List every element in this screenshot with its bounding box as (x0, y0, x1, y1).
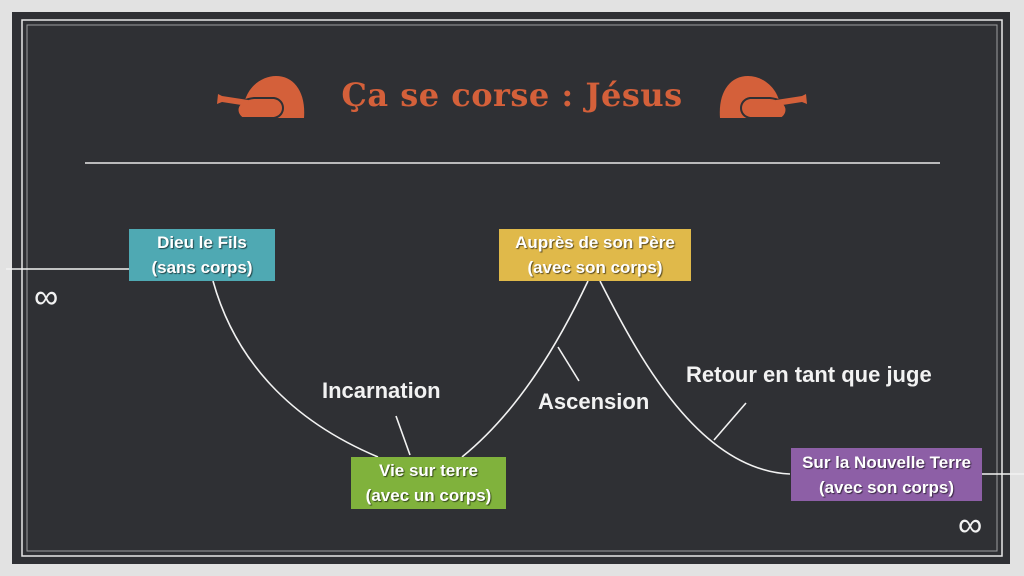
edge-label-retour: Retour en tant que juge (686, 362, 932, 387)
node-line: (sans corps) (151, 258, 253, 277)
ascension-curve (461, 280, 589, 458)
slide-title: Ça se corse : Jésus (341, 76, 683, 114)
node-line: Dieu le Fils (157, 233, 247, 252)
incarnation-tick (395, 415, 411, 456)
node-vie-sur-terre: Vie sur terre (avec un corps) (351, 457, 506, 509)
node-line: (avec un corps) (365, 486, 492, 505)
turkey-icon (217, 76, 305, 119)
node-nouvelle-terre: Sur la Nouvelle Terre (avec son corps) (791, 448, 982, 501)
incarnation-curve (212, 280, 379, 458)
edge-label-incarnation: Incarnation (322, 378, 441, 403)
node-line: (avec son corps) (818, 477, 955, 497)
node-line: Vie sur terre (379, 461, 478, 480)
node-line: Sur la Nouvelle Terre (802, 452, 971, 472)
infinity-right: ∞ (958, 506, 983, 544)
node-aupres-du-pere: Auprès de son Père (avec son corps) (499, 229, 691, 281)
infinity-left: ∞ (34, 278, 59, 316)
retour-tick (713, 402, 747, 441)
turkey-icon (719, 76, 807, 119)
node-line: Auprès de son Père (515, 233, 675, 252)
edge-label-ascension: Ascension (538, 389, 650, 414)
node-line: (avec son corps) (527, 258, 663, 277)
node-dieu-le-fils: Dieu le Fils (sans corps) (129, 229, 275, 281)
frame-inner (26, 24, 998, 552)
frame-outer (21, 19, 1003, 557)
ascension-tick (557, 346, 580, 382)
retour-curve (599, 280, 791, 475)
